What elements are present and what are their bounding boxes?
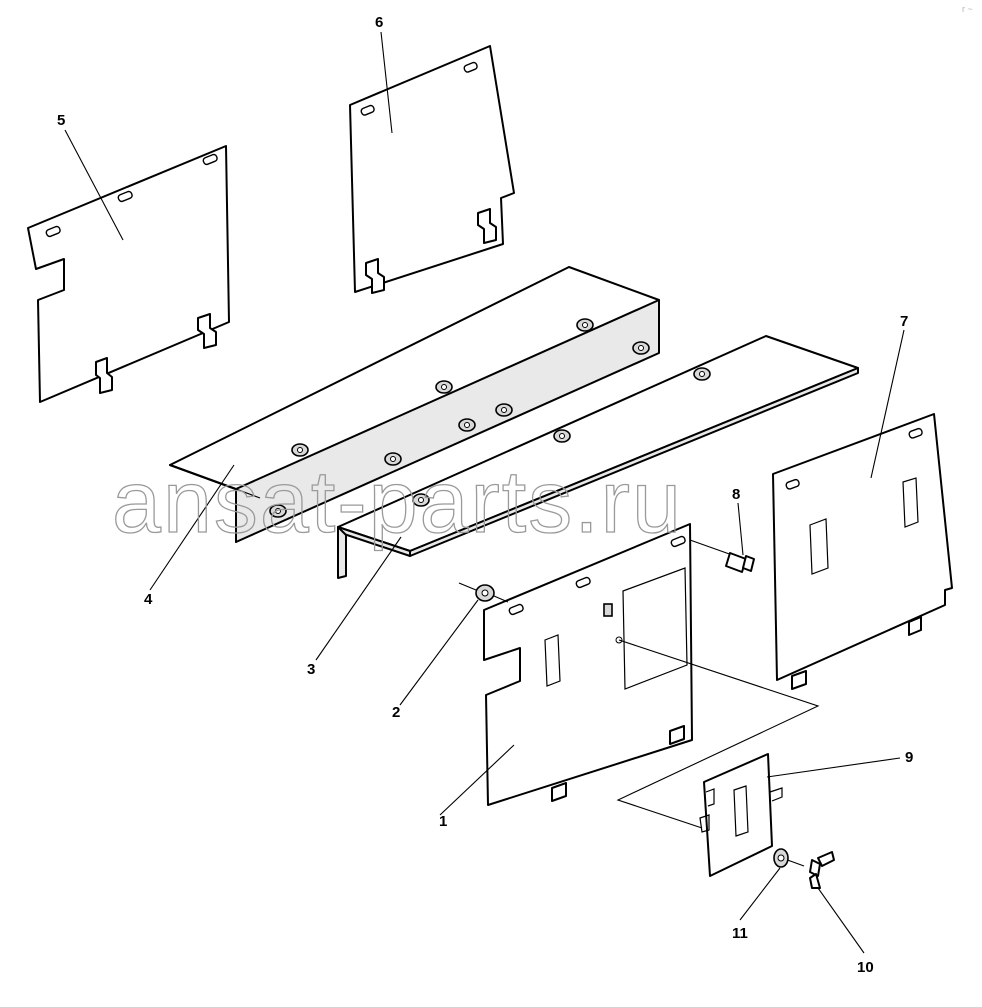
nut (495, 403, 513, 417)
callout-8: 8 (732, 486, 740, 503)
nut (291, 443, 309, 457)
callout-numbers: 1 2 3 4 5 6 7 8 9 10 11 (57, 14, 913, 976)
nut (269, 504, 287, 518)
part-10-wing-nut (809, 851, 835, 889)
callout-7: 7 (900, 313, 908, 330)
watermark-text: ansat-parts.ru (112, 452, 683, 551)
callout-6: 6 (375, 14, 383, 31)
part-4-angle-bracket (169, 266, 660, 543)
corner-mark: r ~ (962, 4, 973, 14)
callout-5: 5 (57, 112, 65, 129)
callout-1: 1 (439, 813, 447, 830)
part-1-panel (483, 523, 693, 806)
part-8-bolt (689, 539, 755, 573)
part-7-panel (772, 413, 953, 690)
part-6-panel (349, 45, 515, 294)
nut (576, 318, 594, 332)
part-11-washer (773, 848, 789, 868)
callout-10: 10 (857, 959, 874, 976)
nut (435, 380, 453, 394)
nut (632, 341, 650, 355)
nut (693, 367, 711, 381)
callout-9: 9 (905, 749, 913, 766)
nut (458, 418, 476, 432)
nut (384, 452, 402, 466)
part-2-nut (458, 582, 509, 603)
callout-4: 4 (144, 591, 153, 608)
callout-2: 2 (392, 704, 400, 721)
part-5-panel (27, 145, 230, 403)
callout-leaders (64, 31, 905, 954)
part-3-plate (337, 335, 859, 579)
callout-11: 11 (732, 925, 748, 942)
callout-3: 3 (307, 661, 315, 678)
nut (412, 493, 430, 507)
mounting-nuts (269, 318, 711, 518)
nut (553, 429, 571, 443)
assembly-guide-lines (616, 639, 820, 829)
